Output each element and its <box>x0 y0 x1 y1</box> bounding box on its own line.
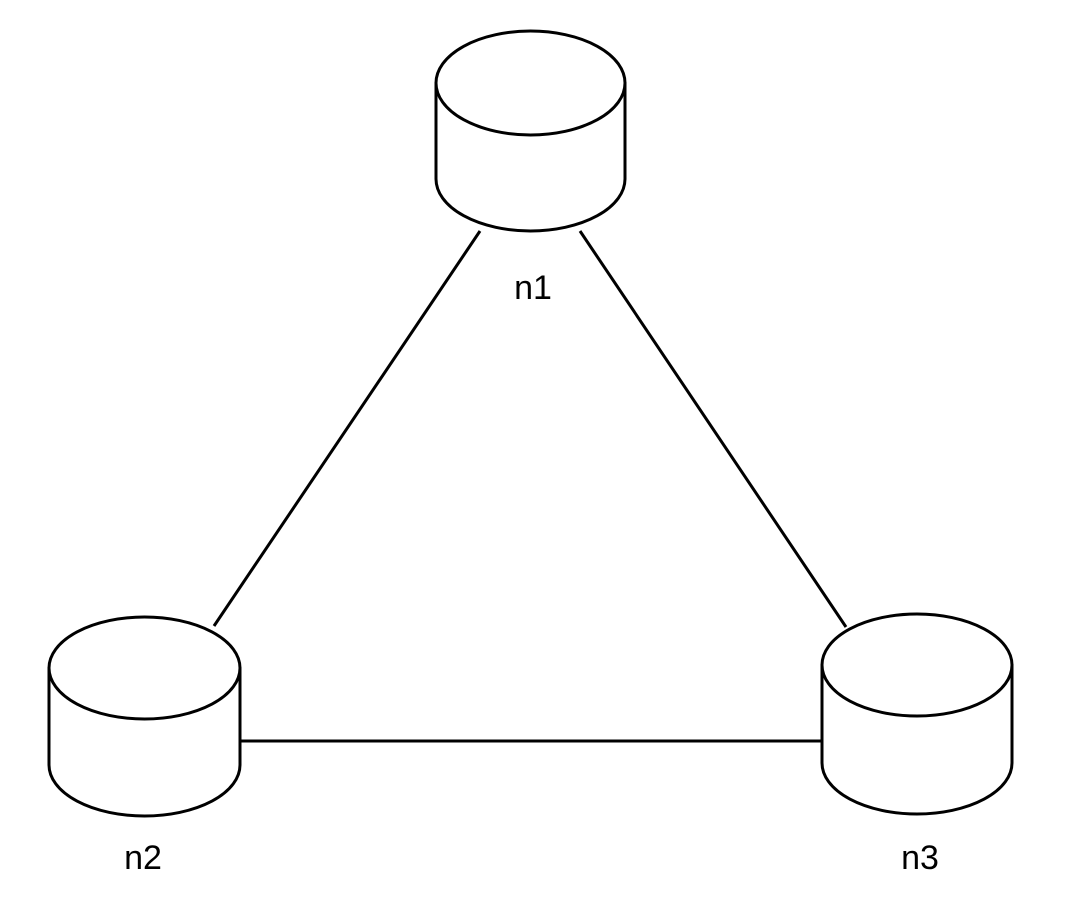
node-n2-top-ellipse <box>47 666 242 721</box>
edge-layer <box>212 230 848 743</box>
node-n1-body[interactable] <box>434 29 627 233</box>
node-n3-top-ellipse <box>820 663 1014 718</box>
node-n3[interactable] <box>820 612 1014 816</box>
node-n3-label: n3 <box>901 839 939 877</box>
node-n1-label: n1 <box>514 269 552 307</box>
node-n1-top-ellipse <box>434 81 627 137</box>
node-n3-body[interactable] <box>820 612 1014 816</box>
node-n2-body[interactable] <box>47 615 242 818</box>
edge-n1-n3[interactable] <box>578 230 848 628</box>
node-n2[interactable] <box>47 615 242 818</box>
edge-n1-n2[interactable] <box>212 230 482 627</box>
node-n2-label: n2 <box>124 839 162 877</box>
node-n1[interactable] <box>434 29 627 233</box>
label-layer: n1 n2 n3 <box>124 269 939 877</box>
